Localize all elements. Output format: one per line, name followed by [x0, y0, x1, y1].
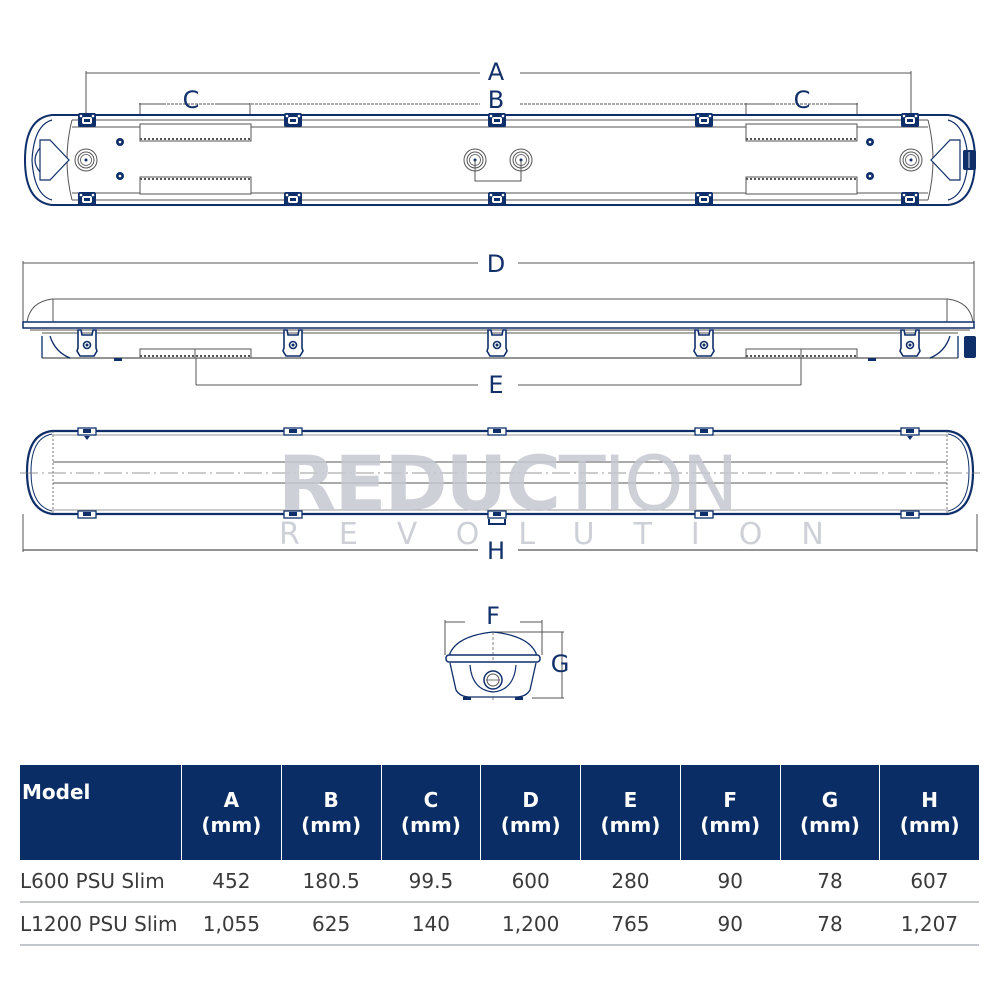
- cell-f: 90: [680, 860, 781, 903]
- top-view: A B C C: [23, 58, 977, 206]
- cell-f: 90: [680, 902, 781, 946]
- header-model: Model: [20, 765, 182, 860]
- technical-drawing: A B C C: [20, 58, 980, 700]
- table-row: L1200 PSU Slim 1,055 625 140 1,200 765 9…: [20, 902, 979, 946]
- cell-c: 99.5: [381, 860, 481, 903]
- label-a: A: [488, 58, 505, 86]
- header-g: G(mm): [780, 765, 881, 860]
- cell-b: 180.5: [281, 860, 382, 903]
- label-b: B: [488, 86, 504, 114]
- label-f: F: [486, 602, 500, 630]
- header-b: B(mm): [281, 765, 382, 860]
- label-g: G: [551, 650, 570, 678]
- cell-e: 765: [580, 902, 681, 946]
- cell-model: L600 PSU Slim: [20, 860, 182, 903]
- label-h: H: [487, 537, 505, 565]
- dimension-d: D: [22, 250, 975, 322]
- watermark-sub: REVOLUTION: [279, 517, 863, 552]
- cable-gland-icon: [963, 150, 976, 170]
- cell-g: 78: [780, 860, 880, 903]
- dimension-h: H: [22, 514, 978, 565]
- dimensions-table: Model A(mm) B(mm) C(mm) D(mm) E(mm) F(mm…: [20, 765, 979, 946]
- label-e: E: [488, 371, 503, 399]
- dimension-e: E: [195, 358, 802, 399]
- header-d: D(mm): [480, 765, 582, 860]
- cell-a: 452: [181, 860, 282, 903]
- watermark-main: REDUCTION: [278, 439, 737, 528]
- header-a: A(mm): [181, 765, 282, 860]
- cell-d: 600: [480, 860, 581, 903]
- dimension-b: B: [139, 86, 858, 114]
- header-e: E(mm): [580, 765, 681, 860]
- cell-a: 1,055: [181, 902, 282, 946]
- cell-h: 607: [879, 860, 979, 903]
- front-view: [20, 427, 980, 525]
- watermark-logo: REDUCTION REVOLUTION: [278, 439, 863, 552]
- table-header-row: Model A(mm) B(mm) C(mm) D(mm) E(mm) F(mm…: [20, 765, 979, 860]
- label-d: D: [487, 250, 505, 278]
- cell-d: 1,200: [480, 902, 581, 946]
- table-row: L600 PSU Slim 452 180.5 99.5 600 280 90 …: [20, 860, 979, 903]
- cell-model: L1200 PSU Slim: [20, 902, 182, 946]
- cell-b: 625: [281, 902, 382, 946]
- header-f: F(mm): [680, 765, 781, 860]
- cell-h: 1,207: [879, 902, 979, 946]
- dimension-g: G: [493, 631, 570, 699]
- label-c-left: C: [183, 86, 200, 114]
- cell-g: 78: [780, 902, 880, 946]
- dimension-f: F: [444, 602, 543, 655]
- end-view: F G: [444, 602, 570, 700]
- side-view: D E: [22, 250, 976, 399]
- header-c: C(mm): [381, 765, 482, 860]
- cell-c: 140: [381, 902, 481, 946]
- label-c-right: C: [794, 86, 811, 114]
- cell-e: 280: [580, 860, 681, 903]
- header-h: H(mm): [879, 765, 979, 860]
